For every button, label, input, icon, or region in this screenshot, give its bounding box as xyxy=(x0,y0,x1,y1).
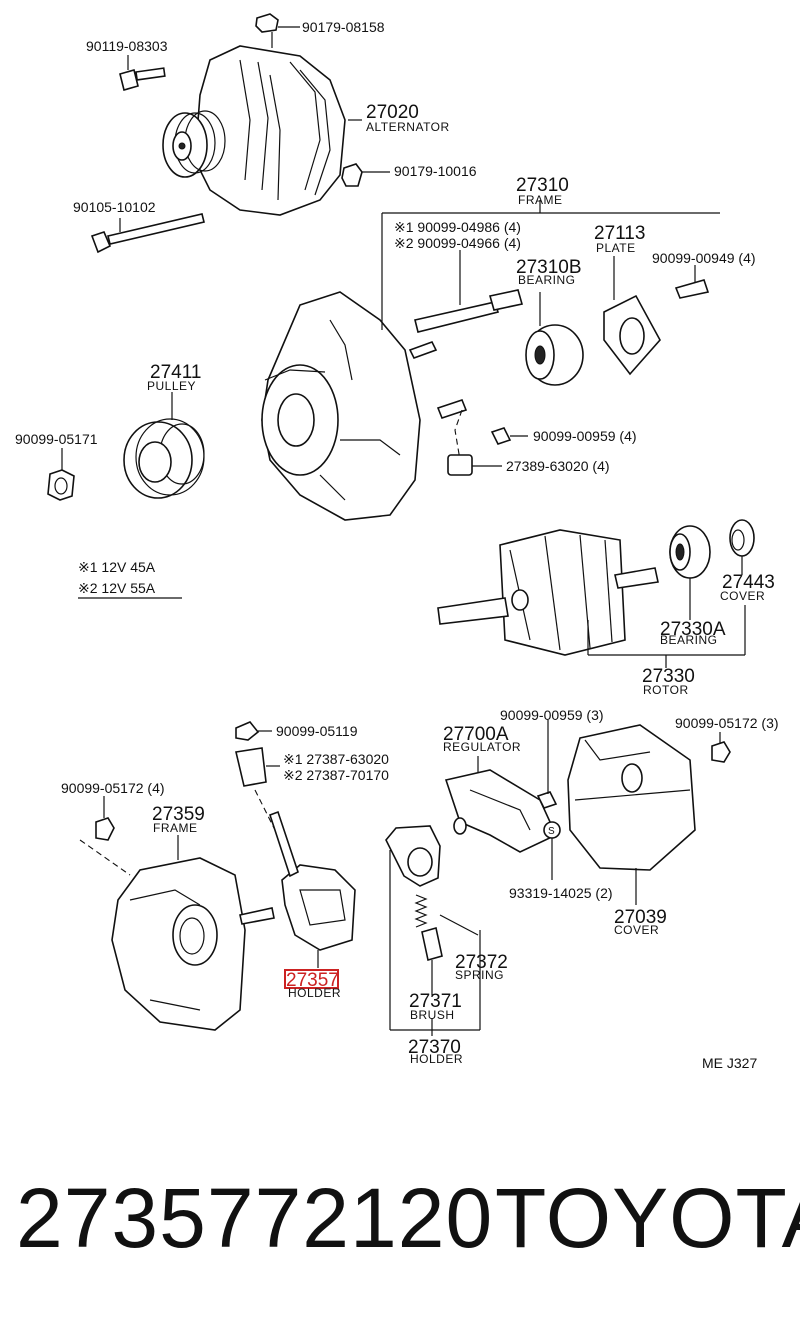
label-90179-10016: 90179-10016 xyxy=(394,163,477,179)
note-2: ※2 12V 55A xyxy=(78,580,156,596)
label-brush: BRUSH xyxy=(410,1008,455,1022)
label-rotor: ROTOR xyxy=(643,683,689,697)
note-1: ※1 12V 45A xyxy=(78,559,156,575)
label-93319-14025: 93319-14025 (2) xyxy=(509,885,613,901)
label-pulley: PULLEY xyxy=(147,379,196,393)
label-cover-27039: COVER xyxy=(614,923,659,937)
label-27020: 27020 xyxy=(366,102,419,123)
label-90099-04966: ※2 90099-04966 (4) xyxy=(394,235,521,251)
footer-brand: TOYOTA xyxy=(495,1171,800,1265)
label-90099-05172-a: 90099-05172 (4) xyxy=(61,780,165,796)
label-90099-04986: ※1 90099-04986 (4) xyxy=(394,219,521,235)
label-27330: 27330 xyxy=(642,666,695,687)
part-labels: 90179-08158 90119-08303 27020 ALTERNATOR… xyxy=(15,19,779,1071)
label-90119-08303: 90119-08303 xyxy=(86,38,168,54)
label-90099-05119: 90099-05119 xyxy=(276,723,358,739)
alternator-assembly xyxy=(90,13,390,254)
label-27370: 27370 xyxy=(408,1037,461,1058)
label-frame-27359: FRAME xyxy=(153,821,198,835)
label-90099-05171: 90099-05171 xyxy=(15,431,98,447)
footer: 2735772120 TOYOTA xyxy=(0,1170,800,1290)
label-ref-code: ME J327 xyxy=(702,1055,757,1071)
label-27387-70170: ※2 27387-70170 xyxy=(283,767,389,783)
rear-assembly: S xyxy=(79,720,731,1036)
rotor-27330 xyxy=(437,519,755,668)
label-holder-27357: HOLDER xyxy=(288,986,341,1000)
drive-end-frame xyxy=(261,200,720,521)
label-alternator: ALTERNATOR xyxy=(366,120,450,134)
label-regulator: REGULATOR xyxy=(443,740,521,754)
label-27113: 27113 xyxy=(594,223,645,244)
label-27330a: 27330A xyxy=(660,619,726,640)
label-frame-27310: FRAME xyxy=(518,193,563,207)
label-90099-00949: 90099-00949 (4) xyxy=(652,250,756,266)
label-27371: 27371 xyxy=(409,991,462,1012)
highlight-box xyxy=(284,969,339,989)
label-27443: 27443 xyxy=(722,572,775,593)
label-90099-05172-b: 90099-05172 (3) xyxy=(675,715,779,731)
label-cover-27443: COVER xyxy=(720,589,765,603)
label-spring: SPRING xyxy=(455,968,504,982)
label-bearing-27310b: BEARING xyxy=(518,273,576,287)
label-27310: 27310 xyxy=(516,175,569,196)
label-27411: 27411 xyxy=(150,362,201,383)
svg-text:S: S xyxy=(548,826,555,837)
label-27039: 27039 xyxy=(614,907,667,928)
label-bearing-27330a: BEARING xyxy=(660,633,718,647)
label-27310b: 27310B xyxy=(516,257,582,278)
label-90099-00959-a: 90099-00959 (4) xyxy=(533,428,637,444)
label-27387-63020: ※1 27387-63020 xyxy=(283,751,389,767)
pulley-27411 xyxy=(47,392,205,501)
label-90099-00959-b: 90099-00959 (3) xyxy=(500,707,604,723)
label-27372: 27372 xyxy=(455,952,508,973)
label-27359: 27359 xyxy=(152,804,205,825)
footer-part-number: 2735772120 xyxy=(16,1171,494,1265)
label-27357: 27357 xyxy=(286,970,339,991)
label-27700a: 27700A xyxy=(443,724,509,745)
label-90105-10102: 90105-10102 xyxy=(73,199,156,215)
label-holder-27370: HOLDER xyxy=(410,1052,463,1066)
label-90179-08158: 90179-08158 xyxy=(302,19,385,35)
label-27389-63020: 27389-63020 (4) xyxy=(506,458,610,474)
label-plate: PLATE xyxy=(596,241,636,255)
